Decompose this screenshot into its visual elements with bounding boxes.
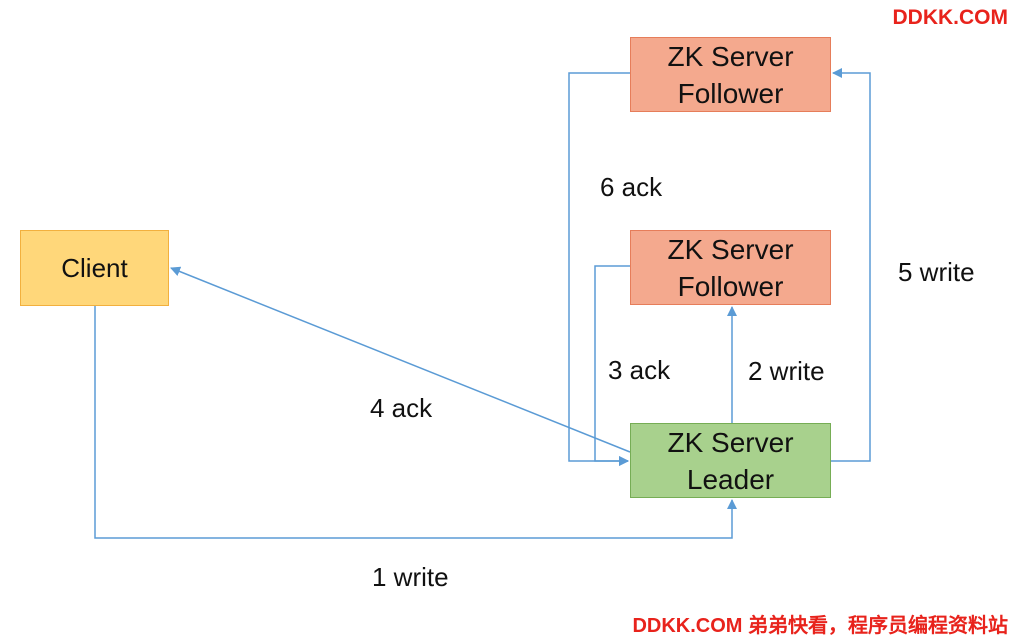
follower-top-node: ZK Server Follower — [630, 37, 831, 112]
edge-label-1-write: 1 write — [372, 562, 449, 592]
watermark-top: DDKK.COM — [892, 6, 1009, 29]
edge-4-ack — [170, 266, 631, 453]
watermark-bottom: DDKK.COM 弟弟快看，程序员编程资料站 — [632, 615, 1008, 637]
follower-top-title: ZK Server — [667, 40, 794, 72]
edge-label-6-ack: 6 ack — [600, 172, 663, 202]
edge-6-ack — [568, 72, 630, 466]
edge-5-write — [831, 68, 871, 462]
follower-middle-node: ZK Server Follower — [630, 230, 831, 305]
leader-title: ZK Server — [667, 426, 794, 458]
edge-1-write — [94, 306, 737, 539]
edge-label-5-write: 5 write — [898, 257, 975, 287]
edge-label-4-ack: 4 ack — [370, 393, 433, 423]
follower-top-role: Follower — [677, 77, 784, 109]
follower-middle-title: ZK Server — [667, 233, 794, 265]
follower-middle-role: Follower — [677, 270, 784, 302]
client-label: Client — [61, 252, 128, 283]
edge-label-3-ack: 3 ack — [608, 355, 671, 385]
leader-role: Leader — [686, 463, 775, 495]
edge-label-2-write: 2 write — [748, 356, 825, 386]
client-node: Client — [20, 230, 169, 306]
leader-node: ZK Server Leader — [630, 423, 831, 498]
